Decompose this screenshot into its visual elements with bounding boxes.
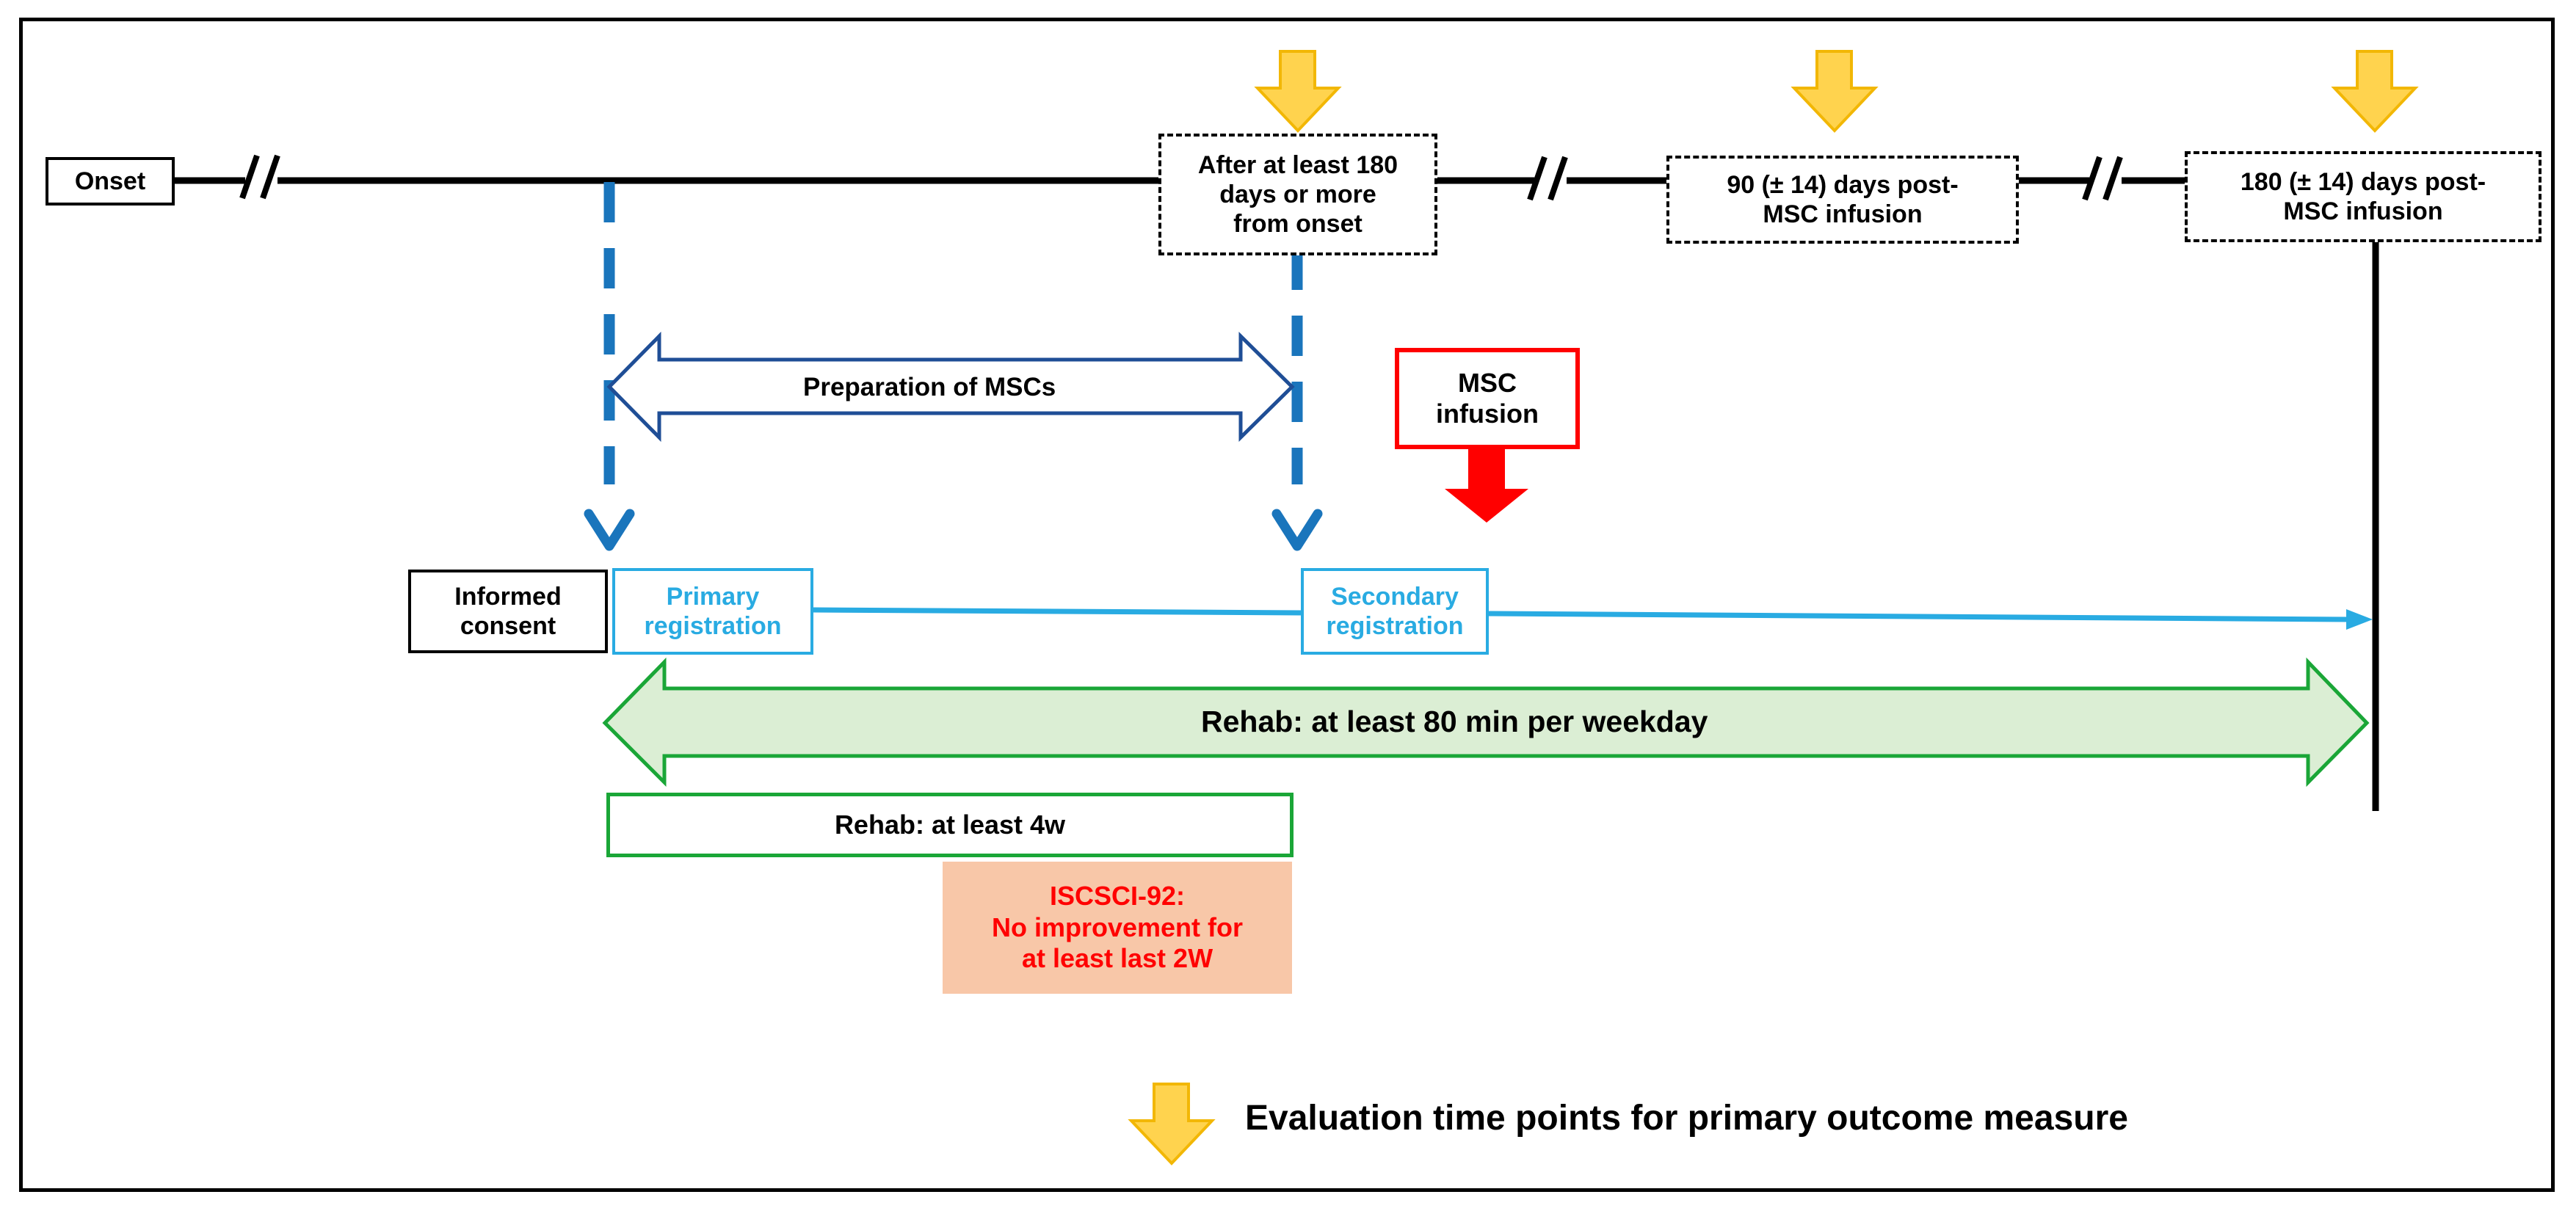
rehab-4w-box: Rehab: at least 4w <box>606 793 1294 857</box>
red-arrow-icon <box>1445 449 1528 523</box>
eval-box-90-days: 90 (± 14) days post- MSC infusion <box>1666 156 2019 244</box>
break-mark <box>1527 156 1568 201</box>
eval-box-180-days: After at least 180 days or more from ons… <box>1158 134 1437 255</box>
legend-label: Evaluation time points for primary outco… <box>1245 1099 2128 1138</box>
legend-yellow-arrow-icon <box>1128 1083 1216 1165</box>
rehab-weekday-label: Rehab: at least 80 min per weekday <box>1201 705 1708 738</box>
preparation-double-arrow <box>606 331 1295 443</box>
diagram-frame <box>19 18 2555 1192</box>
chevron-down-icon <box>1271 509 1323 551</box>
registration-arrow <box>813 607 2373 630</box>
blue-dashed-arrows <box>584 182 1323 551</box>
informed-consent-box: Informed consent <box>408 570 608 653</box>
yellow-arrow-icon <box>2331 50 2419 133</box>
timeline-breaks <box>239 154 2123 201</box>
onset-box: Onset <box>46 157 175 206</box>
msc-infusion-box: MSC infusion <box>1395 348 1580 449</box>
break-mark <box>239 154 280 200</box>
chevron-down-icon <box>584 509 635 551</box>
yellow-arrow-icon <box>1254 50 1342 133</box>
yellow-arrow-icon <box>1790 50 1879 133</box>
primary-registration-box: Primary registration <box>612 568 813 655</box>
evaluation-arrows <box>1128 50 2419 1165</box>
arrow-head-icon <box>2346 609 2373 630</box>
eval-box-180-days-post: 180 (± 14) days post- MSC infusion <box>2185 151 2541 242</box>
break-mark <box>2082 156 2123 201</box>
preparation-label: Preparation of MSCs <box>803 373 1056 401</box>
iscsci-note-box: ISCSCI-92: No improvement for at least l… <box>943 862 1292 994</box>
secondary-registration-box: Secondary registration <box>1301 568 1489 655</box>
rehab-double-arrow <box>602 657 2370 788</box>
